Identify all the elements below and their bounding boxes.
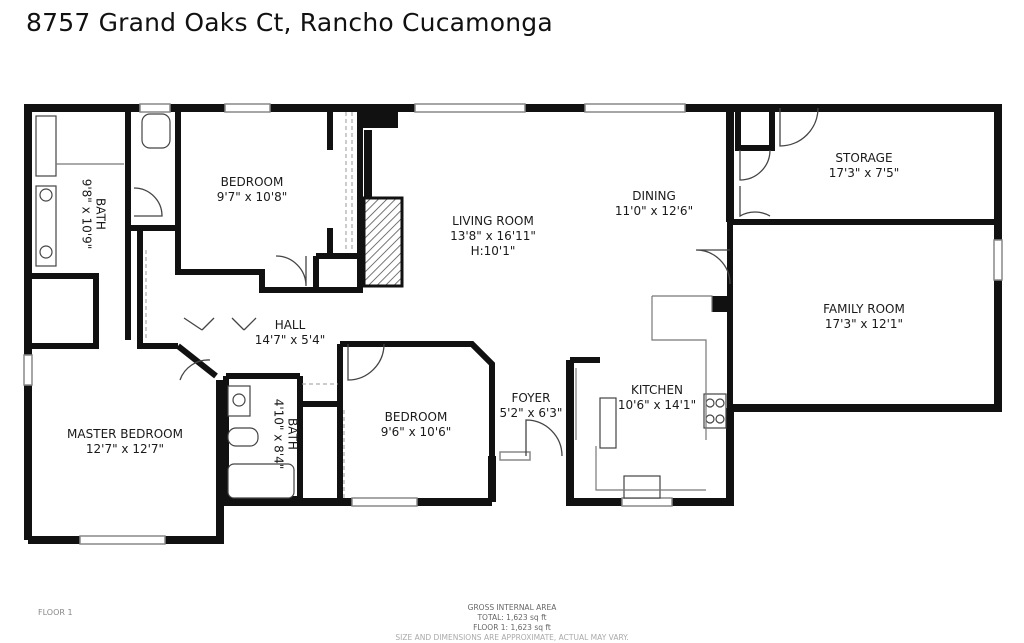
dashed-lines (145, 112, 353, 500)
fixtures (35, 113, 727, 499)
floor-label: FLOOR 1 (38, 608, 73, 617)
area-total: TOTAL: 1,623 sq ft (477, 613, 547, 622)
area-info: GROSS INTERNAL AREA TOTAL: 1,623 sq ft F… (395, 603, 628, 643)
interior-walls (28, 108, 998, 502)
fireplace (362, 196, 404, 288)
windows (23, 103, 1003, 545)
area-floor: FLOOR 1: 1,623 sq ft (473, 623, 551, 632)
page-title: 8757 Grand Oaks Ct, Rancho Cucamonga (26, 8, 553, 37)
kitchen-pillar (712, 296, 730, 312)
kitchen-counters (56, 163, 713, 491)
pillar (364, 130, 372, 198)
area-disclaimer: SIZE AND DIMENSIONS ARE APPROXIMATE, ACT… (395, 633, 629, 642)
chimney-block (362, 106, 398, 128)
area-heading: GROSS INTERNAL AREA (467, 603, 557, 612)
door-swings (133, 107, 819, 457)
